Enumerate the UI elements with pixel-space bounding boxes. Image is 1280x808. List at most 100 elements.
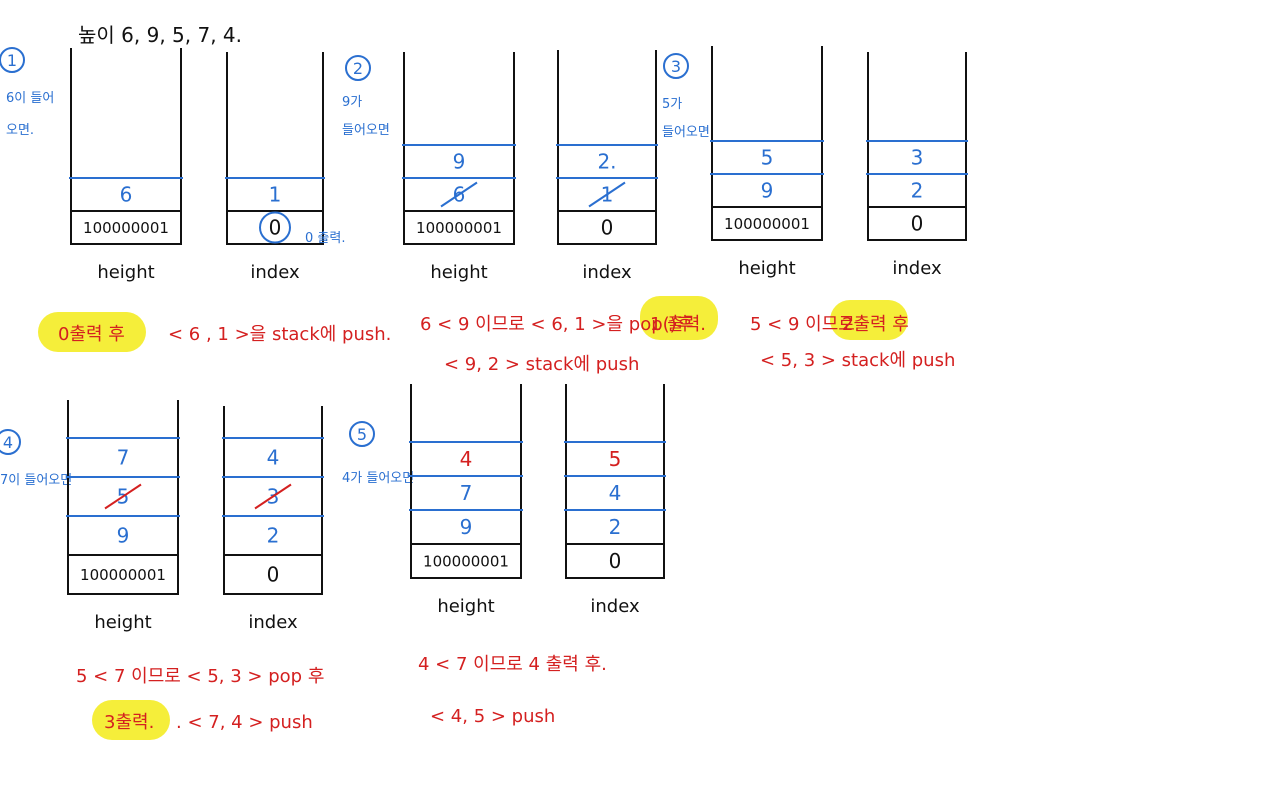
annotation-3-line2: < 5, 3 > stack에 push [760, 350, 955, 371]
highlight-marks [38, 296, 908, 740]
height-stack-value: 100000001 [83, 219, 169, 237]
height-stack-container [711, 46, 823, 241]
height-stack-container [403, 52, 515, 245]
index-stack-value: 0 [267, 563, 280, 587]
index-stack-value: 2 [609, 515, 622, 539]
index-stack-value: 5 [609, 447, 622, 471]
height-stack-value: 100000001 [416, 219, 502, 237]
height-label: height [437, 596, 494, 617]
annotation-4-line2: . < 7, 4 > push [176, 712, 313, 733]
height-label: height [94, 612, 151, 633]
height-stack: 10000000169height [402, 52, 516, 283]
index-stack-container [867, 52, 967, 241]
height-stack-container [70, 48, 182, 245]
strike-mark [588, 181, 626, 208]
header-title: 높이 6, 9, 5, 7, 4. [78, 23, 242, 47]
circle-mark [259, 211, 291, 244]
height-stack-value: 5 [761, 146, 774, 170]
annotation-4: 5 < 7 이므로 < 5, 3 > pop 후 3출력. . < 7, 4 >… [76, 666, 324, 733]
side-note: 0 출력. [305, 231, 345, 246]
step-number-circle [0, 429, 21, 455]
annotation-3-line1: 5 < 9 이므로 [750, 314, 855, 335]
annotation-1-highlight: 0출력 후 [58, 324, 125, 345]
height-stack-value: 9 [761, 179, 774, 203]
index-stack-container [223, 406, 323, 595]
index-stack: 0234index [222, 406, 324, 633]
height-stack-value: 100000001 [724, 215, 810, 233]
step-4: 100000001957height0234index [66, 400, 324, 633]
step-4-badge: 4 7이 들어오면 [0, 429, 72, 488]
index-stack-value: 2 [267, 524, 280, 548]
step-note-line: 들어오면 [342, 123, 390, 138]
annotation-5-line2: < 4, 5 > push [430, 706, 555, 727]
height-stack-value: 4 [460, 447, 473, 471]
step-number: 5 [357, 425, 367, 444]
index-stack: 0 2 4 5 index [564, 384, 666, 617]
annotation-1-text: < 6 , 1 >을 stack에 push. [168, 324, 391, 345]
index-label: index [250, 262, 300, 283]
height-stack-value: 100000001 [423, 552, 509, 570]
height-stack-value: 9 [453, 150, 466, 174]
step-note-line: 들어오면 [662, 125, 710, 140]
step-note-line: 7이 들어오면 [0, 473, 72, 488]
index-stack-value: 0 [601, 216, 614, 240]
index-stack: 012.index [556, 50, 658, 283]
index-label: index [590, 596, 640, 617]
index-label: index [248, 612, 298, 633]
highlight-mark-a1 [38, 312, 146, 352]
index-stack-value: 1 [269, 183, 282, 207]
annotation-3: 5 < 9 이므로 2출력 후 < 5, 3 > stack에 push [750, 314, 955, 371]
step-note-line: 5가 [662, 97, 682, 112]
step-2: 10000000169height012.index [402, 50, 658, 283]
strike-mark [440, 181, 478, 208]
annotation-5: 4 < 7 이므로 4 출력 후. < 4, 5 > push [418, 654, 607, 727]
index-stack-value: 2. [597, 150, 616, 174]
highlight-mark-a2 [640, 296, 718, 340]
strike-mark [104, 483, 142, 510]
height-stack-value: 9 [117, 524, 130, 548]
step-number: 2 [353, 59, 363, 78]
annotation-1: 0출력 후 < 6 , 1 >을 stack에 push. [58, 324, 391, 345]
step-number: 4 [3, 433, 13, 452]
index-stack-container [557, 50, 657, 245]
height-label: height [97, 262, 154, 283]
height-stack-value: 100000001 [80, 566, 166, 584]
step-number-circle [663, 53, 689, 79]
step-number: 3 [671, 57, 681, 76]
step-note-line: 6이 들어 [6, 91, 54, 106]
step-1-badge: 16이 들어오면. [0, 47, 54, 138]
height-stack-value: 6 [120, 183, 133, 207]
index-label: index [892, 258, 942, 279]
index-stack-value: 0 [609, 549, 622, 573]
index-stack-value: 4 [609, 481, 622, 505]
step-note-line: 9가 [342, 95, 362, 110]
annotation-5-line1: 4 < 7 이므로 4 출력 후. [418, 654, 607, 675]
index-label: index [582, 262, 632, 283]
index-stack-container [226, 52, 324, 245]
stacks-layer: 100000001 6 height 0 1 index 0 출력. 10000000169h… [66, 46, 968, 633]
step-number: 1 [7, 51, 17, 70]
height-stack-value: 9 [460, 515, 473, 539]
index-stack-value: 4 [267, 446, 280, 470]
height-stack-container [410, 384, 522, 579]
annotation-4-highlight: 3출력. [104, 712, 154, 733]
index-stack-value: 0 [911, 212, 924, 236]
height-stack: 100000001957height [66, 400, 180, 633]
annotation-2-line1: 6 < 9 이므로 < 6, 1 >을 pop()후 [420, 314, 693, 335]
height-stack-value: 7 [117, 446, 130, 470]
highlight-mark-a4 [92, 700, 170, 740]
index-stack-value: 3 [911, 146, 924, 170]
step-note-line: 4가 들어오면 [342, 471, 414, 486]
step-number-circle [345, 55, 371, 81]
index-stack-container [565, 384, 665, 579]
step-number-circle [0, 47, 25, 73]
